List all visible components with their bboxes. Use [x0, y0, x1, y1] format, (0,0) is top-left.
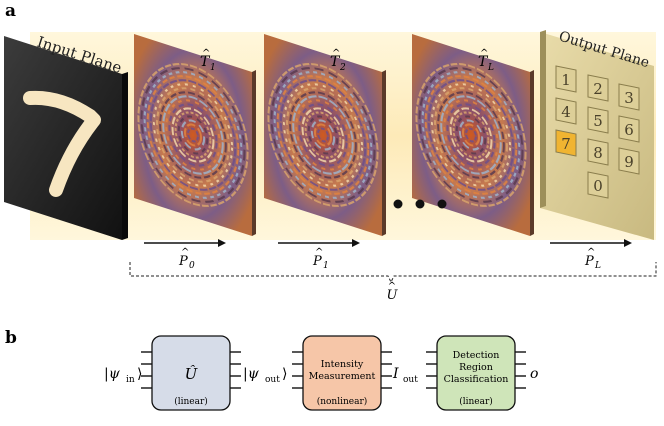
input-state-close: ⟩	[137, 366, 142, 382]
key-1: 1	[555, 65, 577, 93]
key-0: 0	[587, 171, 609, 199]
modulator-sub: L	[487, 63, 494, 73]
propagation-0: P^0	[144, 239, 226, 271]
block-note: (linear)	[174, 396, 208, 407]
input-state: |ψ in ⟩	[104, 366, 142, 385]
modulator-3: T^ L	[412, 34, 534, 236]
block-line: Measurement	[309, 371, 376, 382]
total-operator-hat: ^	[388, 281, 396, 292]
key-4: 4	[555, 97, 577, 125]
propagation-sub: 1	[323, 261, 329, 271]
modulator-hat: ^	[332, 48, 340, 59]
digit-seven-glyph	[23, 90, 101, 197]
modulator-1: T^1	[134, 34, 256, 236]
modulator-hat: ^	[480, 48, 488, 59]
key-6: 6	[618, 115, 640, 143]
propagation-symbol: P	[312, 254, 322, 269]
input-state-sub: in	[126, 375, 135, 385]
propagation-2: P^ L	[550, 239, 632, 271]
modulator-sub: 1	[210, 63, 216, 73]
block-note: (nonlinear)	[317, 396, 368, 407]
modulator-symbol: T	[200, 54, 211, 70]
propagation-sub: 0	[189, 261, 195, 271]
ellipsis	[393, 199, 447, 209]
key-label: 7	[561, 135, 571, 153]
block-line: Classification	[444, 374, 509, 385]
total-operator-label: U ^	[387, 281, 399, 303]
key-label: 6	[624, 121, 634, 139]
block-note: (linear)	[459, 396, 493, 407]
propagation-hat: ^	[315, 247, 323, 258]
modulator-symbol: T	[478, 54, 489, 70]
key-5: 5	[587, 106, 609, 134]
intensity-output: I out	[392, 366, 418, 385]
key-label: 0	[593, 177, 603, 195]
panel-a-label: a	[5, 1, 16, 21]
modulator-symbol: T	[330, 54, 341, 70]
pipeline-block-1: Û (linear)	[141, 335, 241, 411]
input-state-psi: |ψ	[104, 366, 121, 382]
mid-state-close: ⟩	[282, 366, 287, 382]
key-label: 5	[593, 112, 603, 130]
key-7: 7	[555, 129, 577, 157]
output-keypad: 1 2 3 4 5 6 7 8 9 0	[555, 65, 640, 199]
input-plane: Input Plane	[4, 33, 128, 240]
output-symbol: o	[530, 366, 538, 382]
block-title: Û	[185, 365, 199, 383]
total-operator-brace	[129, 262, 657, 284]
block-line: Region	[459, 362, 493, 373]
intensity-symbol: I	[392, 366, 399, 382]
modulator-2: T^ 2	[264, 34, 386, 236]
mid-state-psi: |ψ	[243, 366, 260, 382]
block-line: Intensity	[321, 359, 364, 370]
propagation-hat: ^	[587, 247, 595, 258]
key-9: 9	[618, 147, 640, 175]
propagation-symbol: P	[178, 254, 188, 269]
propagation-symbol: P	[584, 254, 594, 269]
key-label: 1	[561, 71, 571, 89]
key-label: 4	[561, 103, 571, 121]
propagation-1: P^1	[278, 239, 360, 271]
intensity-sub: out	[403, 375, 418, 385]
key-8: 8	[587, 138, 609, 166]
key-2: 2	[587, 74, 609, 102]
key-label: 8	[593, 144, 603, 162]
mid-state: |ψ out ⟩	[243, 366, 287, 385]
mid-state-sub: out	[265, 375, 280, 385]
key-label: 9	[624, 153, 634, 171]
propagation-hat: ^	[181, 247, 189, 258]
panel-b-label: b	[5, 328, 17, 348]
key-label: 2	[593, 80, 603, 98]
block-line: Detection	[453, 350, 500, 361]
modulator-hat: ^	[202, 48, 210, 59]
modulator-sub: 2	[339, 63, 346, 73]
total-operator-symbol: U	[387, 288, 399, 303]
key-label: 3	[624, 89, 634, 107]
propagation-sub: L	[594, 261, 601, 271]
key-3: 3	[618, 83, 640, 111]
